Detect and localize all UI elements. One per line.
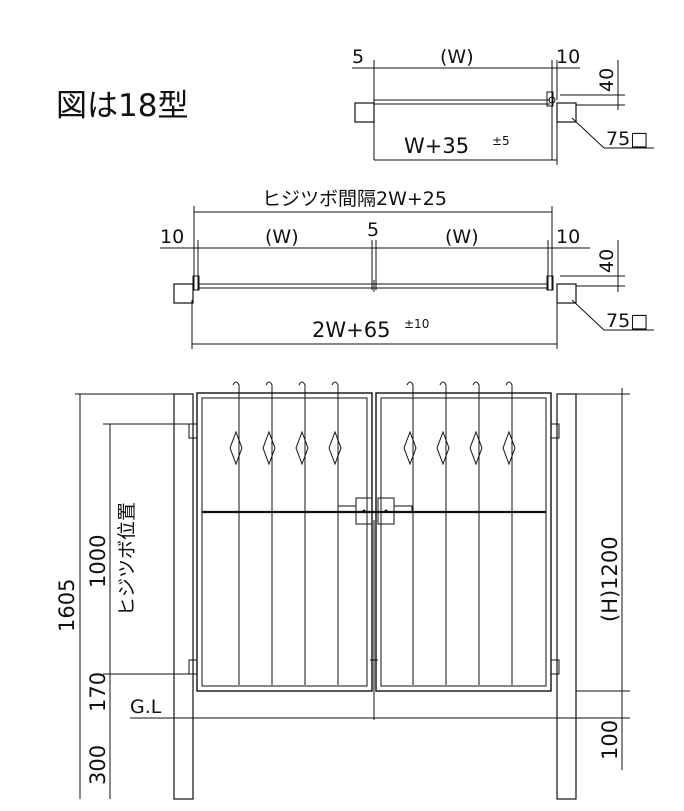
- plan2-right-post: [556, 283, 577, 304]
- plan2-left-post: [173, 283, 194, 304]
- plan2-center-gap: 5: [367, 219, 379, 241]
- plan-view-double: ヒジツボ間隔2W+25 10 (W) 5 (W) 10 40 2W+65 ±10…: [160, 188, 654, 349]
- plan1-right-post: [556, 102, 577, 123]
- dim-lower: 170: [86, 672, 110, 712]
- dim-embed: 300: [86, 745, 110, 785]
- plan2-left-gap: 10: [160, 226, 184, 248]
- right-gate-leaf: [375, 392, 552, 692]
- plan2-post-size: 75□: [606, 310, 648, 332]
- plan2-pivot-spacing: ヒジツボ間隔2W+25: [262, 188, 447, 210]
- plan1-left-gap: 5: [352, 46, 364, 68]
- plan1-right-gap: 10: [556, 46, 580, 68]
- dim-clearance: 100: [598, 720, 622, 760]
- plan1-total: W+35: [404, 134, 469, 158]
- ground-level-label: G.L: [130, 696, 162, 718]
- plan2-left-width: (W): [265, 226, 299, 248]
- dim-gate-height: (H)1200: [598, 536, 622, 622]
- elevation-left-post: [173, 393, 194, 800]
- plan2-right-gap: 10: [556, 226, 580, 248]
- pivot-position-label: ヒジツボ位置: [116, 502, 138, 616]
- plan-view-single: 5 (W) 10 40 W+35 ±5 75□: [352, 46, 654, 165]
- elevation-right-post: [556, 393, 577, 800]
- drawing-title: 図は18型: [56, 88, 188, 124]
- left-gate-leaf: [196, 392, 373, 692]
- left-pickets: [229, 381, 342, 685]
- plan2-total-tolerance: ±10: [404, 317, 429, 331]
- plan1-post-size: 75□: [606, 128, 648, 150]
- plan2-right-width: (W): [445, 226, 479, 248]
- plan1-total-tolerance: ±5: [492, 134, 510, 148]
- elevation-view: 1605 1000 ヒジツボ位置 170 G.L 300 (H)1200 100: [55, 381, 630, 800]
- plan2-depth: 40: [596, 249, 618, 273]
- plan1-left-post: [354, 102, 375, 123]
- plan2-total: 2W+65: [312, 318, 390, 342]
- plan1-width: (W): [440, 46, 474, 68]
- dim-total-height: 1605: [55, 579, 79, 632]
- plan1-depth: 40: [596, 68, 618, 92]
- dim-pivot-height: 1000: [86, 535, 110, 588]
- right-pickets: [403, 381, 516, 685]
